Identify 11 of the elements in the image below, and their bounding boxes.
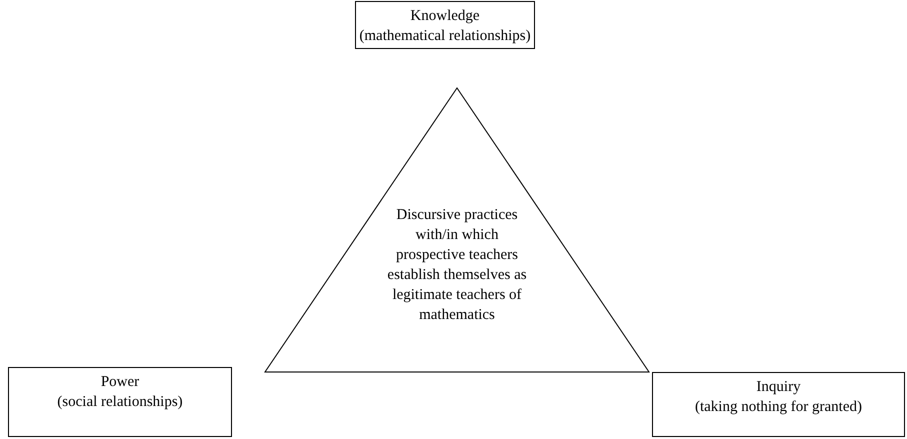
concept-box [652,372,905,437]
box-heading: Power [100,373,140,392]
box-subtitle: (taking nothing for granted) [694,398,862,417]
concept-box [8,367,232,437]
triangle-text: Discursive practices with/in which prospective teachers establish themselves as legitimate teachers of mathematics [386,206,528,325]
concept-box [355,1,535,49]
box-subtitle: (social relationships) [57,393,183,412]
triangle-shape [264,87,650,372]
box-heading: Inquiry [756,378,801,397]
box-heading: Knowledge [410,7,480,26]
box-subtitle: (mathematical relationships) [359,27,531,46]
